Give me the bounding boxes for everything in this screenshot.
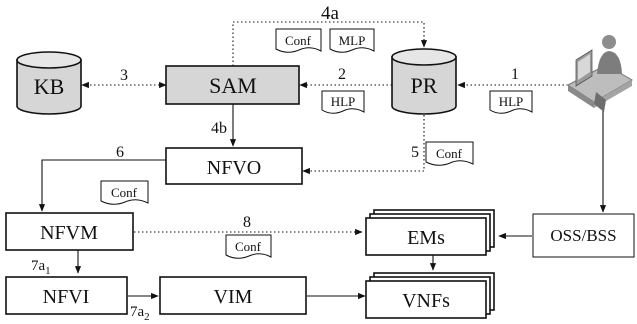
vnfs-label: VNFs: [402, 290, 450, 312]
svg-text:MLP: MLP: [339, 33, 366, 48]
conf-document-6: Conf: [100, 180, 149, 205]
pr-database: PR: [391, 48, 457, 115]
edge-2-label: 2: [338, 66, 346, 83]
hlp-document-1: HLP: [489, 90, 533, 114]
ems-stack: EMs: [365, 209, 495, 256]
conf-document-5: Conf: [425, 141, 474, 166]
svg-text:Conf: Conf: [436, 146, 463, 161]
pr-label: PR: [411, 73, 438, 98]
edge-4b-label: 4b: [211, 120, 227, 137]
conf-document-4a: Conf: [275, 28, 322, 53]
nfvo-label: NFVO: [207, 157, 261, 179]
edge-1-label: 1: [511, 66, 519, 83]
svg-text:Conf: Conf: [285, 33, 312, 48]
svg-text:HLP: HLP: [331, 94, 356, 109]
svg-text:HLP: HLP: [499, 94, 524, 109]
edge-5-label: 5: [411, 144, 419, 161]
edge-8-label: 8: [243, 214, 251, 231]
oss-bss-node: OSS/BSS: [532, 213, 635, 258]
nfvm-node: NFVM: [5, 212, 134, 251]
kb-label: KB: [34, 74, 65, 99]
edge-3-label: 3: [120, 67, 128, 84]
svg-text:Conf: Conf: [235, 239, 262, 254]
user-at-computer-icon: [567, 35, 633, 112]
nfvi-node: NFVI: [5, 276, 128, 315]
oss-bss-label: OSS/BSS: [550, 226, 616, 245]
conf-document-8: Conf: [225, 234, 272, 259]
nfvi-label: NFVI: [43, 286, 90, 308]
nfvm-label: NFVM: [40, 222, 98, 244]
edge-6: [38, 159, 166, 212]
nfvo-node: NFVO: [165, 147, 303, 185]
hlp-document-2: HLP: [321, 90, 365, 114]
mlp-document-4a: MLP: [329, 28, 375, 53]
svg-text:Conf: Conf: [111, 185, 138, 200]
edge-6-label: 6: [116, 144, 124, 161]
kb-database: KB: [16, 51, 82, 115]
edge-7a2-label: 7a2: [130, 304, 150, 323]
edge-4a-label: 4a: [321, 3, 340, 24]
edge-7a1-label: 7a1: [31, 258, 51, 277]
vim-node: VIM: [159, 276, 307, 315]
sam-node: SAM: [165, 65, 300, 105]
ems-label: EMs: [407, 227, 445, 249]
edge-5: [302, 115, 425, 175]
vim-label: VIM: [214, 286, 253, 308]
vnfs-stack: VNFs: [365, 272, 495, 319]
sam-label: SAM: [209, 73, 257, 98]
